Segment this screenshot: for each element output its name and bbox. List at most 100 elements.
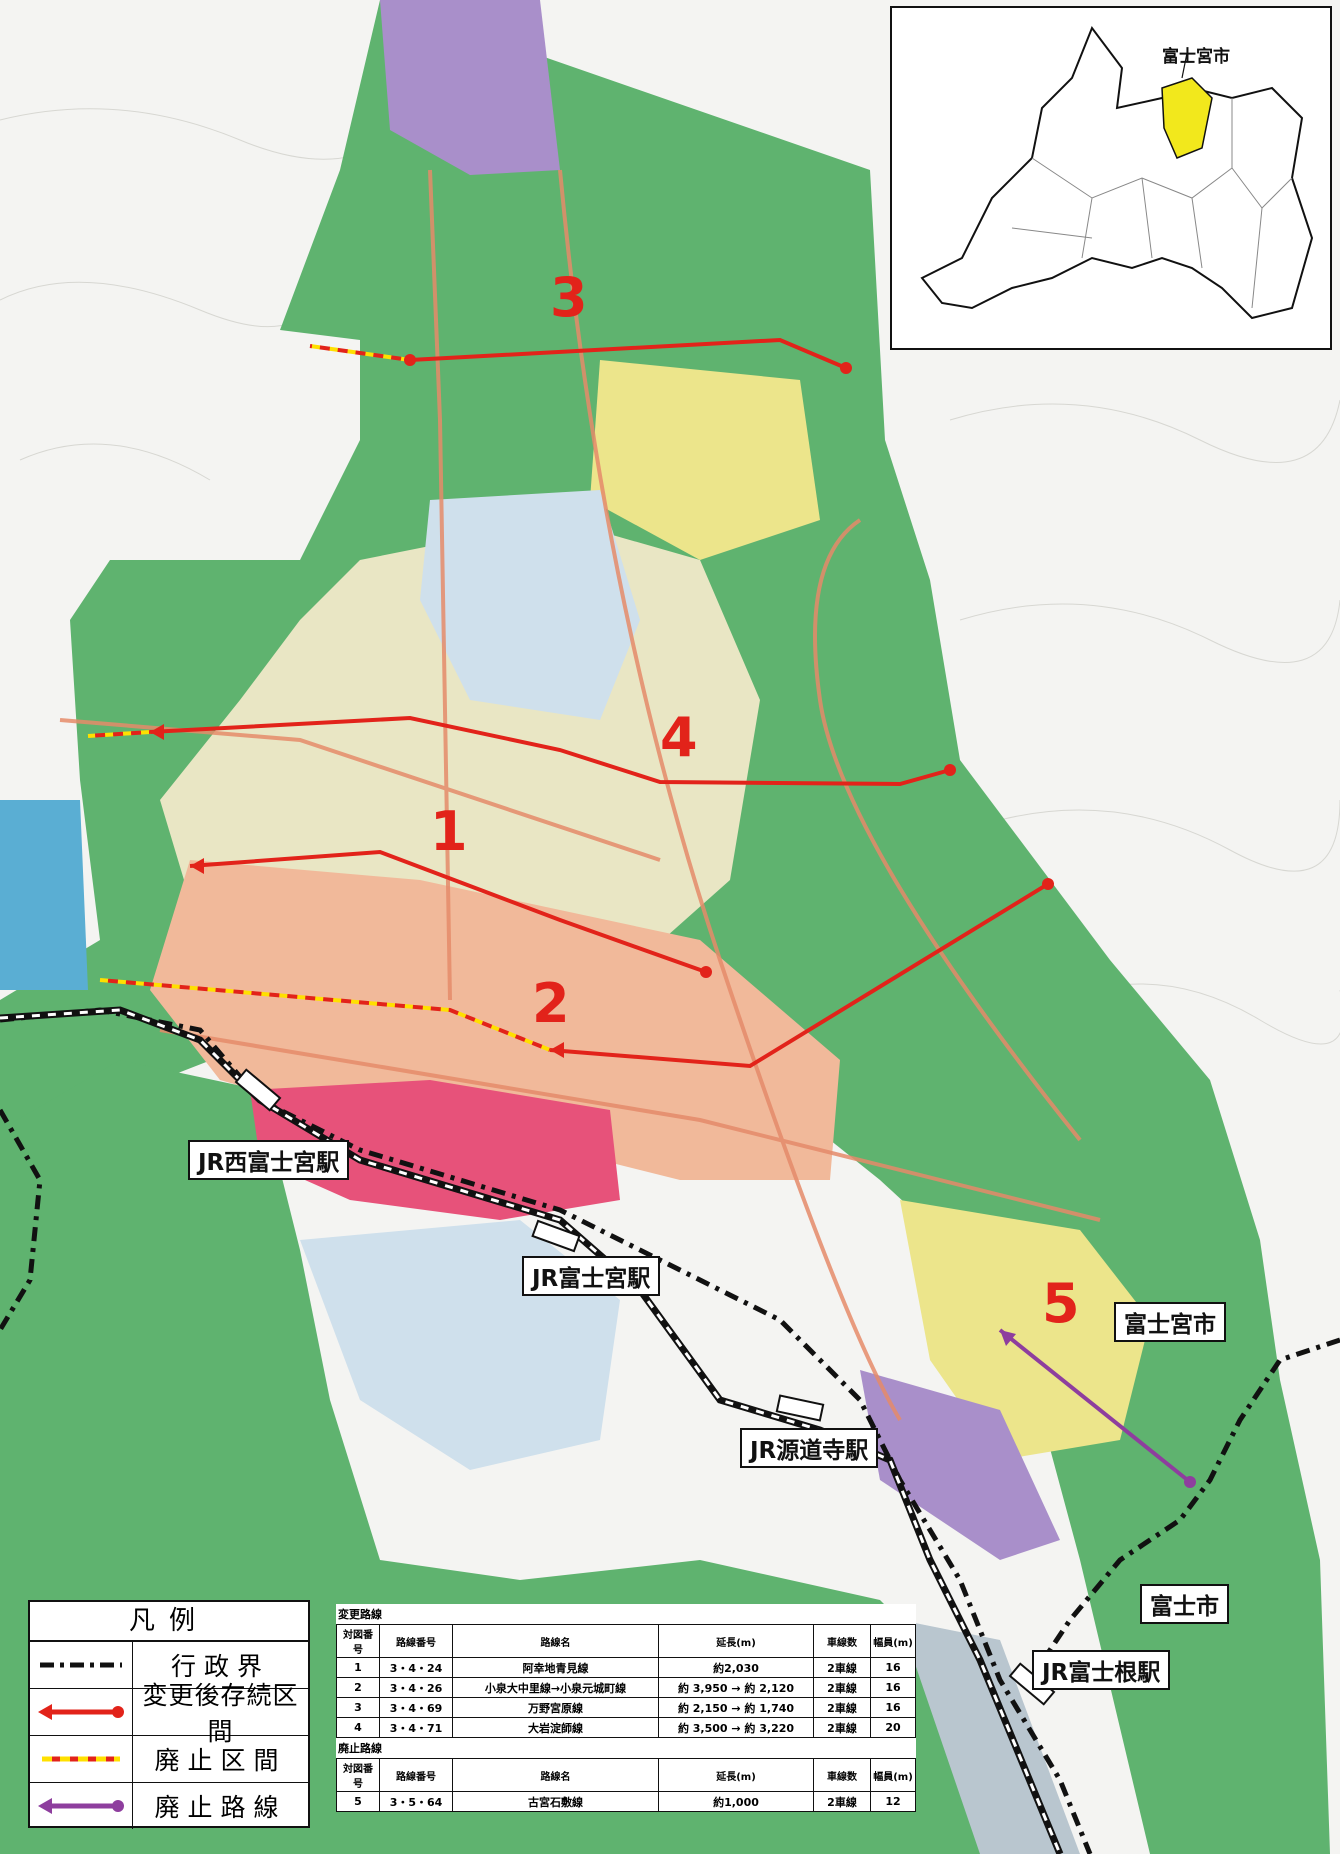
route-number-5: 5 [1042,1272,1080,1335]
table-cell: 約 3,950 → 約 2,120 [658,1677,814,1698]
planned-roads [59,169,1101,1422]
blue-zone [420,490,640,720]
table-cell: 約1,000 [658,1791,814,1812]
dashed-route-symbol-icon [30,1736,133,1782]
boundary-symbol-icon [30,1642,133,1688]
legend-row-abolished-route: 廃止路線 [30,1783,308,1829]
column-header: 幅員(m) [870,1624,916,1658]
route-2-abolished-under [99,978,551,1052]
station-label-jr-nishi-fujinomiya: JR西富士宮駅 [188,1140,350,1180]
column-header: 車線数 [813,1624,871,1658]
commercial-zone [250,1080,620,1220]
table-cell: 2 [336,1677,380,1698]
station-label-jr-fujine: JR富士根駅 [1032,1650,1171,1690]
administrative-boundary-west [0,1108,43,1332]
table-cell: 2車線 [813,1791,871,1812]
table-cell: 約2,030 [658,1657,814,1678]
purple-zone-north [380,0,560,175]
table-cell: 5 [336,1791,380,1812]
column-header: 路線名 [452,1624,659,1658]
table-cell: 阿幸地青見線 [452,1657,659,1678]
table-cell: 3・4・26 [379,1677,453,1698]
table-cell: 約 3,500 → 約 3,220 [658,1717,814,1738]
table-cell: 約 2,150 → 約 1,740 [658,1697,814,1718]
column-header: 対図番号 [336,1624,380,1658]
table-cell: 2車線 [813,1717,871,1738]
route-arrowheads [150,724,1016,1346]
table-cell: 16 [870,1677,916,1698]
table-cell: 3・4・69 [379,1697,453,1718]
administrative-boundary-east [1027,1337,1340,1682]
column-header: 車線数 [813,1758,871,1792]
legend-row-abolished-section: 廃止区間 [30,1736,308,1783]
table-cell: 4 [336,1717,380,1738]
column-header: 路線番号 [379,1758,453,1792]
route-4-abolished-under [87,730,151,738]
yellow-zone-east [900,1200,1150,1460]
route-4-line [149,715,951,787]
legend-label: 行政界 [170,1652,270,1681]
table-cell: 3 [336,1697,380,1718]
abolished-routes-caption: 廃止路線 [338,1742,382,1755]
inset-label-fujinomiya: 富士宮市 [1162,47,1230,67]
purple-zone-south [860,1370,1060,1560]
table-cell: 小泉大中里線→小泉元城町線 [452,1677,659,1698]
route-number-3: 3 [550,266,588,329]
legend-label: 変更後存続区間 [142,1681,299,1746]
station-label-jr-gendoji: JR源道寺駅 [740,1428,879,1468]
route-1-line [189,849,707,974]
changed-routes-caption: 変更路線 [338,1608,382,1621]
column-header: 延長(m) [658,1758,814,1792]
route-number-4: 4 [660,706,698,769]
red-route-symbol-icon [30,1689,133,1735]
route-3-line [409,337,847,370]
blue-zone-west [0,800,88,990]
route-number-1: 1 [430,800,468,863]
legend-label: 廃止路線 [154,1793,287,1822]
column-header: 対図番号 [336,1758,380,1792]
station-label-jr-fujinomiya: JR富士宮駅 [522,1256,661,1296]
table-cell: 万野宮原線 [452,1697,659,1718]
table-cell: 3・5・64 [379,1791,453,1812]
route-number-2: 2 [532,972,570,1035]
table-cell: 古宮石敷線 [452,1791,659,1812]
route-endpoints [404,354,1196,1488]
table-cell: 2車線 [813,1697,871,1718]
municipality-label-fuji: 富士市 [1140,1584,1229,1624]
table-cell: 16 [870,1697,916,1718]
column-header: 延長(m) [658,1624,814,1658]
table-cell: 大岩淀師線 [452,1717,659,1738]
table-header-row: 対図番号 路線番号 路線名 延長(m) 車線数 幅員(m) [336,1624,916,1658]
table-header-row: 対図番号 路線番号 路線名 延長(m) 車線数 幅員(m) [336,1758,916,1792]
table-cell: 16 [870,1657,916,1678]
map-legend: 凡例 行政界 変更後存続区間 廃止区間 廃止路線 [28,1600,310,1829]
legend-title: 凡例 [30,1602,308,1642]
column-header: 路線番号 [379,1624,453,1658]
table-cell: 3・4・71 [379,1717,453,1738]
table-cell: 1 [336,1657,380,1678]
route-3-abolished-under [309,344,411,362]
shizuoka-prefecture-outline [920,25,1314,320]
fujinomiya-highlight [1161,77,1213,159]
yellow-zone [590,360,820,560]
table-cell: 12 [870,1791,916,1812]
locator-inset-map: 富士宮市 [890,6,1332,350]
table-cell: 2車線 [813,1657,871,1678]
table-cell: 3・4・24 [379,1657,453,1678]
route-lines [87,337,1192,1484]
purple-route-symbol-icon [30,1783,133,1829]
municipality-label-fujinomiya: 富士宮市 [1114,1302,1226,1342]
administrative-boundary [0,1007,1093,1854]
table-cell: 2車線 [813,1677,871,1698]
route-2-line [549,882,1050,1069]
column-header: 路線名 [452,1758,659,1792]
legend-label: 廃止区間 [154,1746,287,1775]
